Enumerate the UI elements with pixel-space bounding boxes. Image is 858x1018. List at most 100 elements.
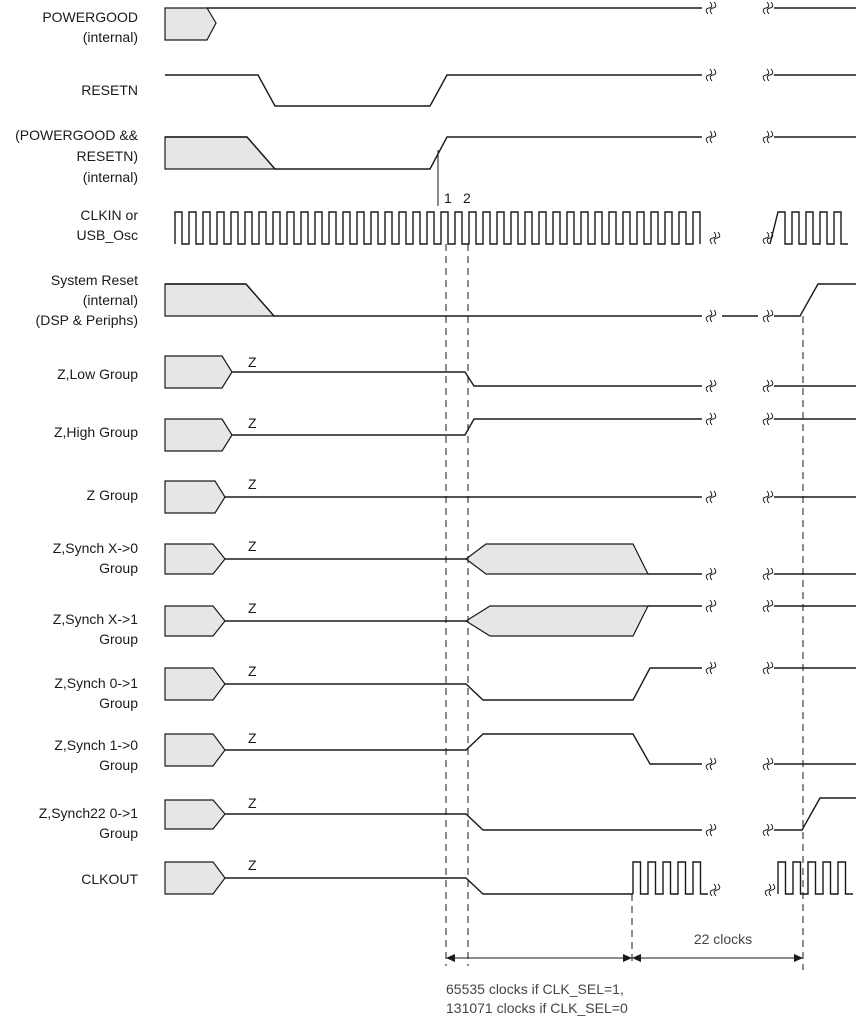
label-pgr-line1: (POWERGOOD &&: [15, 127, 139, 143]
break-mark: [713, 883, 721, 897]
edge-marker-2: 2: [463, 190, 471, 206]
dimension-arrows: [446, 954, 803, 962]
label-synch-10-line2: Group: [99, 757, 138, 773]
break-mark: [705, 130, 713, 144]
break-mark: [766, 309, 774, 323]
z-label: Z: [248, 415, 257, 431]
break-mark: [762, 130, 770, 144]
waveform-system-reset: [164, 283, 856, 317]
break-mark: [709, 823, 717, 837]
break-mark: [766, 231, 774, 245]
break-mark: [709, 599, 717, 613]
annotation-clocks-line1: 65535 clocks if CLK_SEL=1,: [446, 981, 624, 997]
break-mark: [768, 883, 776, 897]
break-mark: [766, 567, 774, 581]
label-z-group: Z Group: [87, 487, 139, 503]
break-mark: [766, 68, 774, 82]
break-mark: [762, 490, 770, 504]
break-mark: [766, 661, 774, 675]
break-mark: [709, 231, 717, 245]
label-synch-01-line2: Group: [99, 695, 138, 711]
break-mark: [762, 309, 770, 323]
z-label: Z: [248, 538, 257, 554]
label-powergood-line1: POWERGOOD: [42, 9, 138, 25]
label-sysreset-line2: (internal): [83, 292, 138, 308]
break-mark: [709, 661, 717, 675]
break-mark: [762, 661, 770, 675]
waveform-resetn: [165, 74, 856, 107]
label-synch-x1-line2: Group: [99, 631, 138, 647]
label-z-high: Z,High Group: [54, 424, 138, 440]
break-mark: [766, 130, 774, 144]
break-mark: [766, 757, 774, 771]
break-mark: [766, 379, 774, 393]
break-mark: [762, 1, 770, 15]
waveform-z-synch-01: Z: [164, 663, 856, 701]
label-pgr-line2: RESETN): [77, 148, 138, 164]
break-mark: [762, 567, 770, 581]
label-pgr-line3: (internal): [83, 169, 138, 185]
waveform-powergood-and-resetn: 1 2: [164, 136, 856, 206]
waveform-powergood: [164, 7, 856, 41]
break-mark: [766, 1, 774, 15]
z-label: Z: [248, 857, 257, 873]
waveform-clkout: Z: [164, 857, 853, 895]
waveform-clkin: [174, 211, 848, 245]
time-break-marks: [705, 1, 776, 897]
break-mark: [709, 883, 717, 897]
break-mark: [766, 490, 774, 504]
break-mark: [709, 490, 717, 504]
break-mark: [709, 1, 717, 15]
break-mark: [766, 412, 774, 426]
break-mark: [705, 567, 713, 581]
label-z-low: Z,Low Group: [57, 366, 138, 382]
break-mark: [705, 599, 713, 613]
break-mark: [762, 231, 770, 245]
annotations: 22 clocks 65535 clocks if CLK_SEL=1, 131…: [446, 931, 752, 1016]
break-mark: [762, 823, 770, 837]
waveform-z-synch22-01: Z: [164, 795, 856, 831]
break-mark: [705, 757, 713, 771]
break-mark: [709, 68, 717, 82]
label-sysreset-line1: System Reset: [51, 272, 138, 288]
reference-lines: [445, 244, 804, 970]
label-sysreset-line3: (DSP & Periphs): [36, 312, 138, 328]
break-mark: [705, 309, 713, 323]
break-mark: [762, 379, 770, 393]
break-mark: [762, 599, 770, 613]
signal-labels: POWERGOOD (internal) RESETN (POWERGOOD &…: [15, 9, 139, 887]
break-mark: [762, 68, 770, 82]
break-mark: [766, 823, 774, 837]
waveform-z-low-group: Z: [164, 354, 856, 389]
break-mark: [709, 379, 717, 393]
label-synch-x0-line2: Group: [99, 560, 138, 576]
break-mark: [764, 883, 772, 897]
break-mark: [762, 757, 770, 771]
break-mark: [705, 823, 713, 837]
break-mark: [709, 130, 717, 144]
waveform-z-high-group: Z: [164, 415, 856, 452]
waveform-z-synch-10: Z: [164, 730, 856, 767]
break-mark: [705, 68, 713, 82]
label-synch22-line1: Z,Synch22 0->1: [39, 805, 138, 821]
break-mark: [709, 309, 717, 323]
waveform-z-synch-x0: Z: [164, 538, 856, 575]
z-label: Z: [248, 354, 257, 370]
label-synch-01-line1: Z,Synch 0->1: [54, 675, 138, 691]
waveform-z-synch-x1: Z: [164, 600, 856, 637]
break-mark: [705, 412, 713, 426]
z-label: Z: [248, 730, 257, 746]
label-clkout: CLKOUT: [81, 871, 138, 887]
label-synch22-line2: Group: [99, 825, 138, 841]
waveform-z-group: Z: [164, 476, 856, 514]
label-synch-10-line1: Z,Synch 1->0: [54, 737, 138, 753]
z-label: Z: [248, 663, 257, 679]
break-mark: [713, 231, 721, 245]
break-mark: [705, 661, 713, 675]
break-mark: [762, 412, 770, 426]
annotation-clocks-line2: 131071 clocks if CLK_SEL=0: [446, 1000, 628, 1016]
label-powergood-line2: (internal): [83, 29, 138, 45]
annotation-22-clocks: 22 clocks: [694, 931, 752, 947]
break-mark: [705, 1, 713, 15]
